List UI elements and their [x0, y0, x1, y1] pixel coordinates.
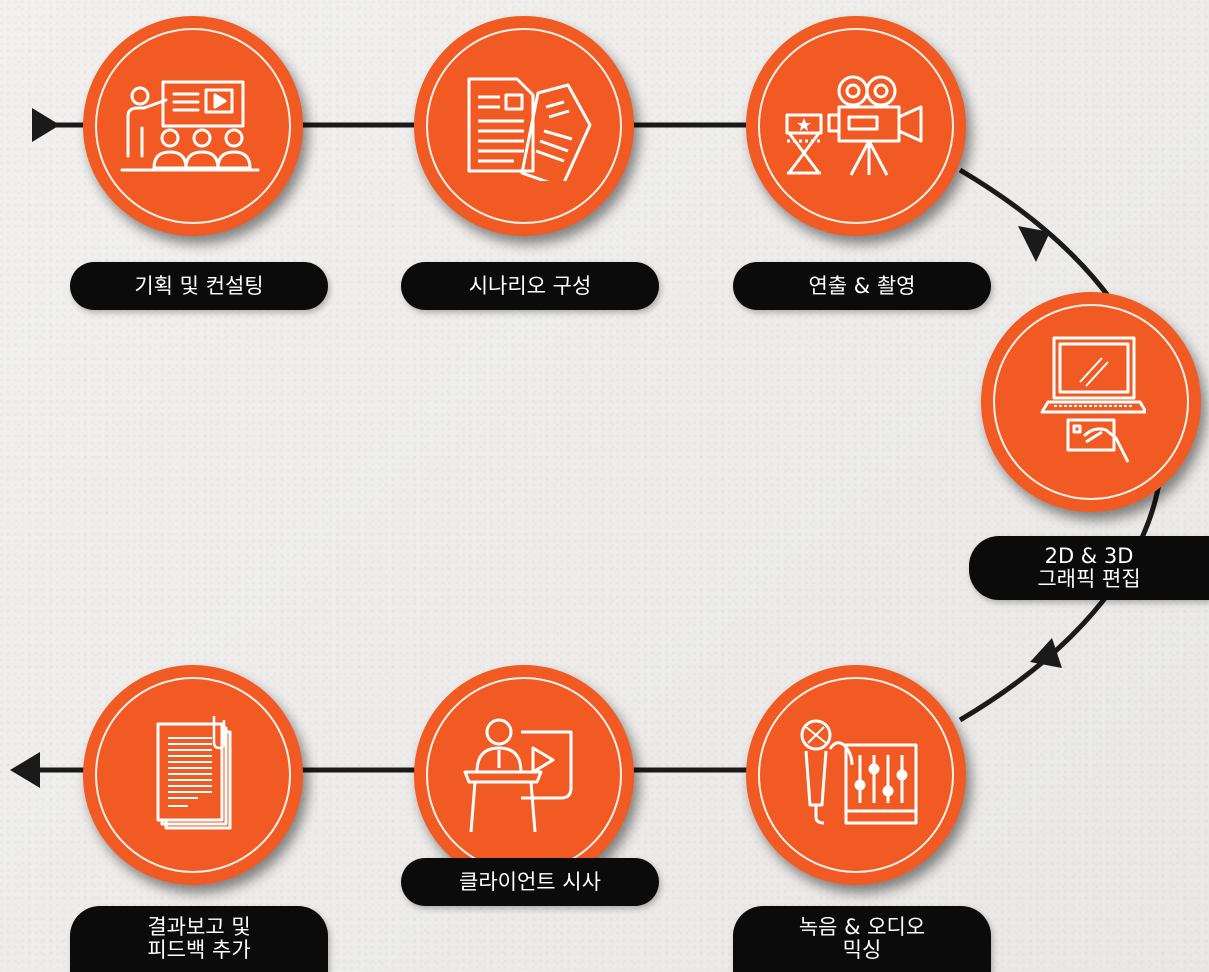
- step-label-filming: 연출 & 촬영: [733, 262, 991, 310]
- step-scenario: [414, 16, 634, 236]
- step-report: [83, 665, 303, 885]
- step-planning: [83, 16, 303, 236]
- script-documents-icon: [467, 77, 592, 181]
- laptop-drawing-tablet-icon: [1040, 336, 1146, 463]
- step-label-scenario: 시나리오 구성: [401, 262, 659, 310]
- start-arrowhead: [32, 108, 60, 142]
- step-label-planning: 기획 및 컨설팅: [70, 262, 328, 310]
- step-client-preview: [414, 665, 634, 885]
- presenter-screen-icon: [463, 718, 573, 833]
- curve-arrowhead-upper: [1018, 226, 1050, 262]
- step-label-audio: 녹음 & 오디오 믹싱: [733, 906, 991, 972]
- microphone-mixer-icon: [800, 719, 918, 825]
- step-filming: [746, 16, 966, 236]
- step-label-client-preview: 클라이언트 시사: [401, 858, 659, 906]
- end-arrowhead: [10, 752, 40, 788]
- step-label-graphics: 2D & 3D 그래픽 편집: [969, 536, 1209, 600]
- step-audio: [746, 665, 966, 885]
- presentation-audience-icon: [120, 80, 260, 172]
- report-paperclip-icon: [156, 716, 232, 830]
- step-label-report: 결과보고 및 피드백 추가: [70, 906, 328, 972]
- step-graphics: [981, 292, 1201, 512]
- film-camera-director-chair-icon: [785, 75, 923, 176]
- curve-arrowhead-lower: [1030, 638, 1062, 668]
